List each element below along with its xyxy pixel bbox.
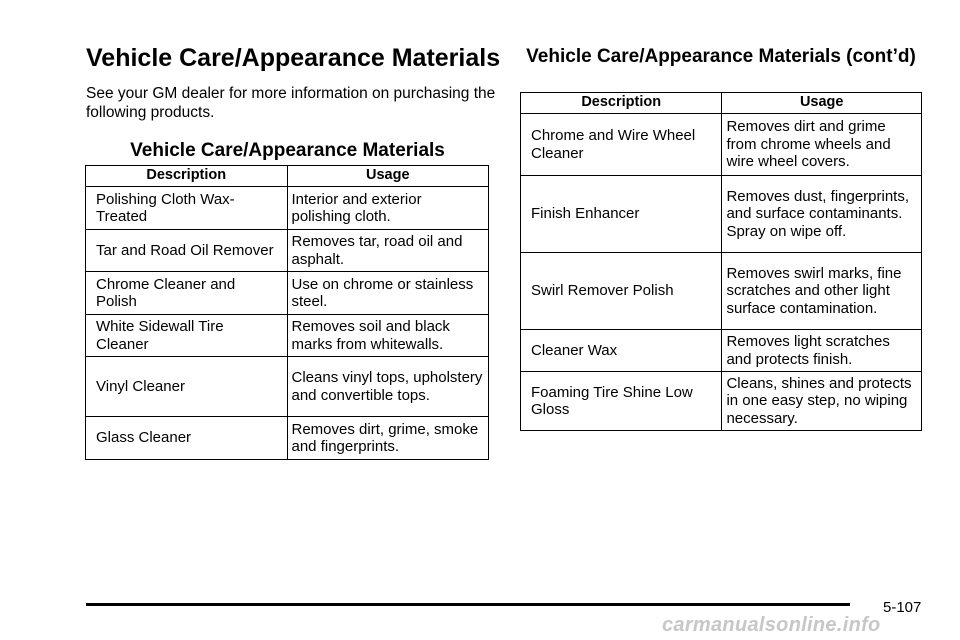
left-table-title: Vehicle Care/Appearance Materials	[130, 140, 445, 161]
description-cell: Foaming Tire Shine Low Gloss	[519, 371, 723, 431]
column-header-usage: Usage	[721, 92, 922, 114]
description-cell: Swirl Remover Polish	[519, 252, 723, 330]
description-cell: White Sidewall Tire Cleaner	[85, 314, 288, 357]
table-row: Vinyl Cleaner Cleans vinyl tops, upholst…	[85, 356, 489, 417]
table-header-row: Description Usage	[85, 165, 489, 187]
footer-rule	[86, 603, 850, 606]
usage-cell: Removes soil and black marks from whitew…	[286, 314, 489, 357]
description-cell: Chrome and Wire Wheel Cleaner	[519, 113, 723, 176]
usage-cell: Interior and exterior polishing cloth.	[286, 186, 489, 230]
table-header-row: Description Usage	[519, 92, 922, 114]
page-number: 5-107	[883, 599, 922, 616]
description-cell: Glass Cleaner	[85, 416, 288, 460]
table-row: Glass Cleaner Removes dirt, grime, smoke…	[85, 416, 489, 460]
table-row: Chrome and Wire Wheel Cleaner Removes di…	[519, 113, 922, 176]
description-cell: Cleaner Wax	[519, 329, 723, 372]
table-row: Cleaner Wax Removes light scratches and …	[519, 329, 922, 372]
column-header-usage: Usage	[286, 165, 489, 187]
table-row: Polishing Cloth Wax-Treated Interior and…	[85, 186, 489, 230]
usage-cell: Removes tar, road oil and asphalt.	[286, 229, 489, 272]
description-cell: Tar and Road Oil Remover	[85, 229, 288, 272]
usage-cell: Cleans vinyl tops, upholstery and conver…	[286, 356, 489, 417]
table-row: Tar and Road Oil Remover Removes tar, ro…	[85, 229, 489, 272]
description-cell: Polishing Cloth Wax-Treated	[85, 186, 288, 230]
usage-cell: Removes dust, fingerprints, and surface …	[721, 175, 922, 253]
usage-cell: Removes light scratches and protects fin…	[721, 329, 922, 372]
table-row: White Sidewall Tire Cleaner Removes soil…	[85, 314, 489, 357]
usage-cell: Removes dirt and grime from chrome wheel…	[721, 113, 922, 176]
intro-text: See your GM dealer for more information …	[86, 85, 496, 121]
table-row: Chrome Cleaner and Polish Use on chrome …	[85, 271, 489, 315]
column-header-description: Description	[85, 165, 288, 187]
materials-table-continued: Description Usage Chrome and Wire Wheel …	[519, 92, 922, 431]
table-row: Foaming Tire Shine Low Gloss Cleans, shi…	[519, 371, 922, 431]
column-header-description: Description	[519, 92, 723, 114]
usage-cell: Removes dirt, grime, smoke and fingerpri…	[286, 416, 489, 460]
description-cell: Chrome Cleaner and Polish	[85, 271, 288, 315]
description-cell: Finish Enhancer	[519, 175, 723, 253]
table-row: Finish Enhancer Removes dust, fingerprin…	[519, 175, 922, 253]
usage-cell: Use on chrome or stainless steel.	[286, 271, 489, 315]
table-row: Swirl Remover Polish Removes swirl marks…	[519, 252, 922, 330]
usage-cell: Cleans, shines and protects in one easy …	[721, 371, 922, 431]
right-table-title: Vehicle Care/Appearance Materials (cont’…	[526, 46, 916, 67]
usage-cell: Removes swirl marks, fine scratches and …	[721, 252, 922, 330]
materials-table: Description Usage Polishing Cloth Wax-Tr…	[85, 165, 489, 460]
watermark: carmanualsonline.info	[662, 614, 881, 636]
description-cell: Vinyl Cleaner	[85, 356, 288, 417]
page-title: Vehicle Care/Appearance Materials	[86, 44, 501, 72]
